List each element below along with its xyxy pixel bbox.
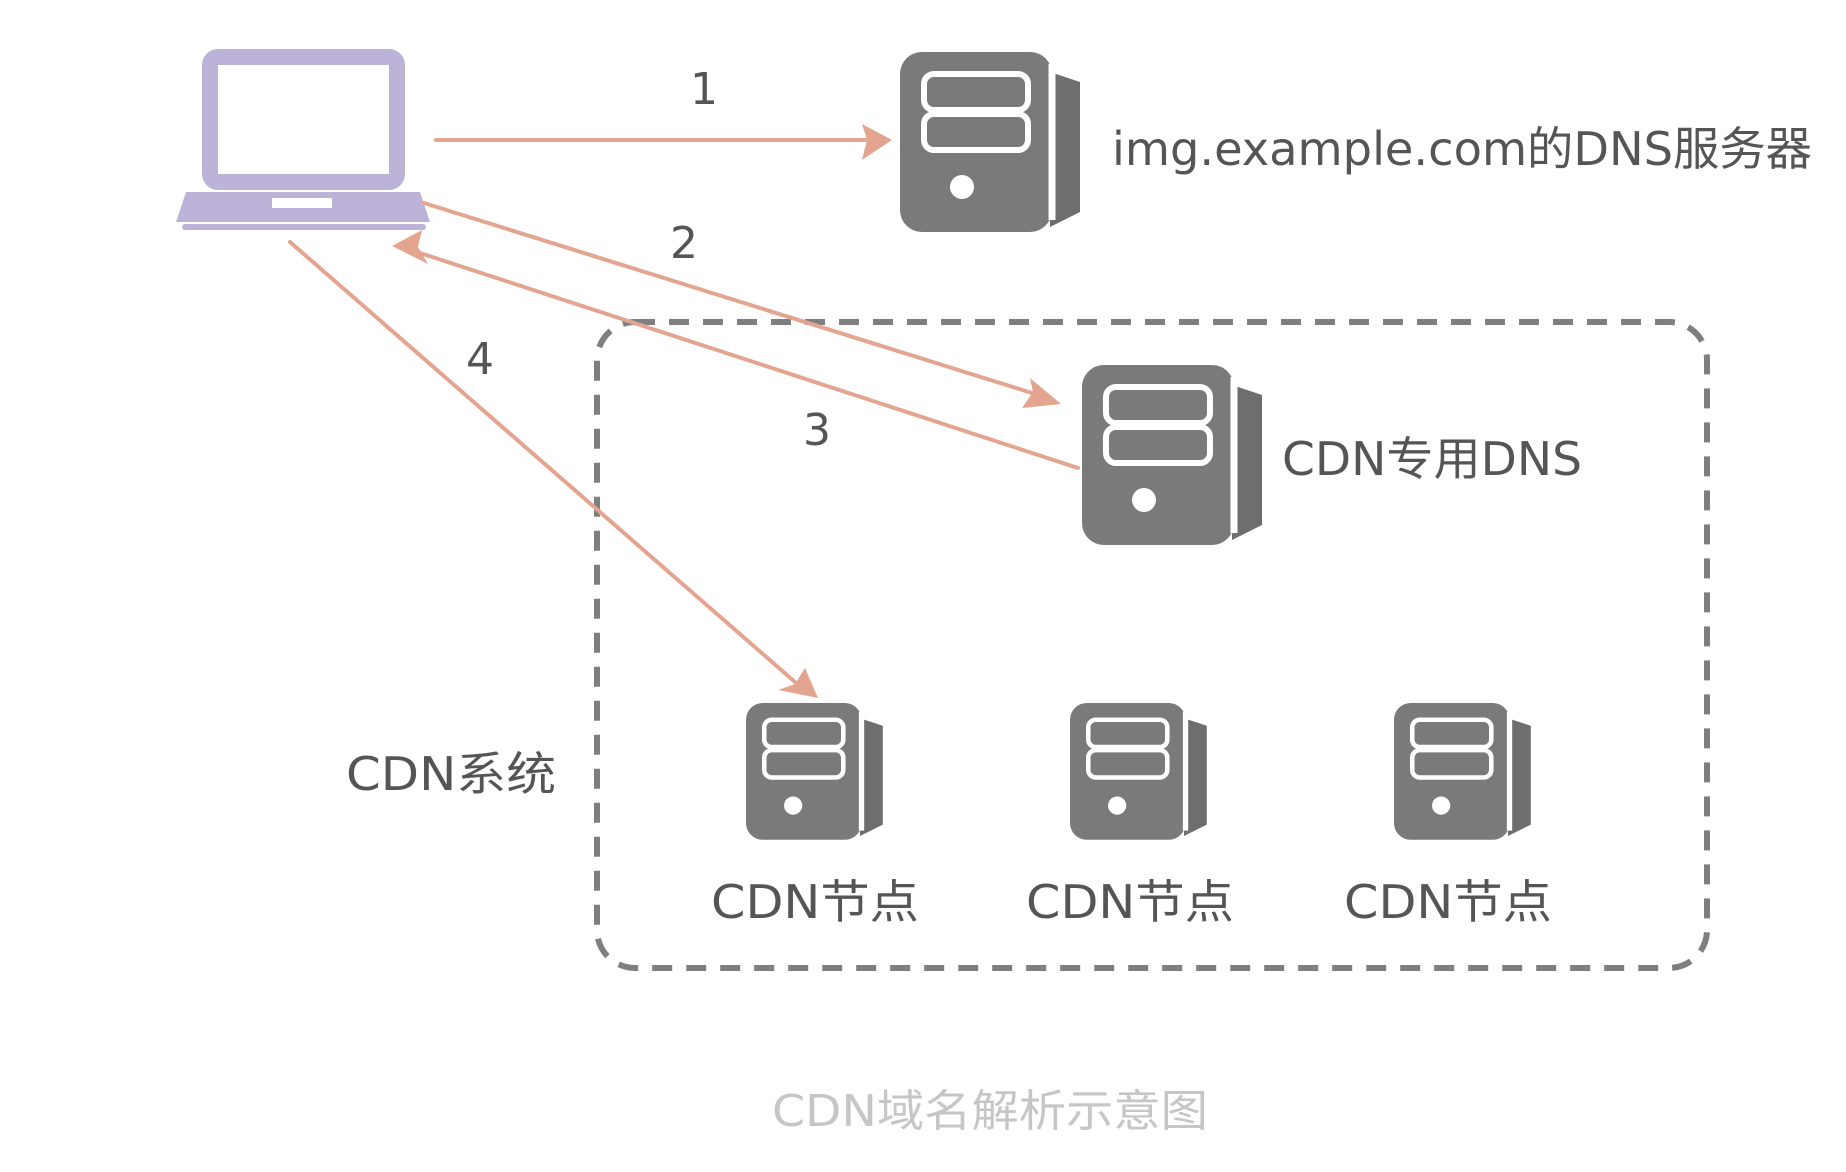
- cdn-node-server-icon: [1070, 703, 1207, 840]
- cdn-dns-label: CDN专用DNS: [1282, 432, 1582, 486]
- cdn-node-label: CDN节点: [1344, 875, 1552, 929]
- step-label-3: 3: [803, 405, 831, 456]
- dns-server-label: img.example.com的DNS服务器: [1112, 122, 1812, 176]
- arrow-step-4: [288, 240, 797, 684]
- diagram-caption: CDN域名解析示意图: [772, 1086, 1208, 1137]
- cdn-system-boundary: [594, 319, 1710, 971]
- cdn-node-label: CDN节点: [711, 875, 919, 929]
- cdn-node-label: CDN节点: [1026, 875, 1234, 929]
- step-label-4: 4: [466, 334, 494, 385]
- laptop-icon: [176, 49, 430, 230]
- cdn-node-server-icon: [1394, 703, 1531, 840]
- step-label-2: 2: [670, 218, 698, 269]
- cdn-system-label: CDN系统: [346, 747, 556, 801]
- cdn-node-server-icon: [746, 703, 883, 840]
- step-label-1: 1: [690, 64, 718, 115]
- arrowhead-step-1: [862, 124, 892, 160]
- arrow-step-3: [418, 251, 1080, 470]
- arrow-step-2: [422, 201, 1034, 395]
- cdn-dns-server-icon: [1082, 365, 1262, 545]
- arrowhead-step-3: [392, 230, 428, 264]
- dns-server-icon: [900, 52, 1080, 232]
- arrowhead-step-4: [778, 668, 818, 698]
- arrowhead-step-2: [1022, 378, 1061, 408]
